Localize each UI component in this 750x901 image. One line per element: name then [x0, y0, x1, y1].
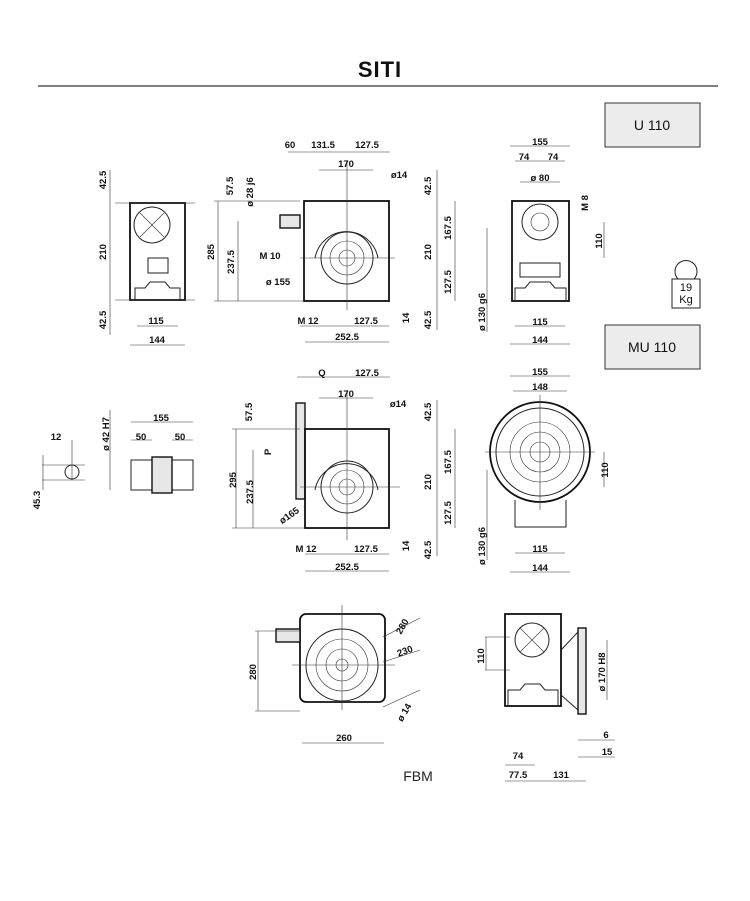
dim-label: 74 [513, 751, 524, 762]
dim-label: ø 28 j6 [245, 177, 256, 207]
dim-label: 280 [394, 617, 411, 636]
dim-label: 170 [338, 389, 354, 400]
dim-label: 14 [401, 540, 412, 551]
dim-label: 42.5 [98, 170, 109, 189]
model-u110-label: U 110 [634, 117, 671, 133]
dim-label: M 12 [295, 544, 316, 555]
dim-label: 131.5 [311, 140, 335, 151]
dim-label: ø 14 [395, 701, 414, 724]
dim-label: M 8 [580, 195, 591, 211]
dim-label: Q [318, 368, 325, 379]
weight-value: 19 [680, 282, 692, 294]
u110-end-view: 155 74 74 ø 80 M 8 110 ø 130 g6 115 144 [477, 137, 605, 346]
model-box-mu110: MU 110 [604, 324, 701, 370]
dim-label: 167.5 [443, 215, 454, 239]
dim-label: 42.5 [98, 310, 109, 329]
dim-label: ø 80 [530, 173, 549, 184]
dim-label: 131 [553, 770, 570, 781]
dim-label: 230 [396, 644, 415, 660]
dim-label: 144 [149, 335, 166, 346]
dim-label: ø 155 [266, 277, 291, 288]
u110-front-view: 60 131.5 127.5 170 ø14 57.5 ø 28 j6 285 … [206, 140, 456, 343]
dim-label: 6 [603, 730, 608, 741]
fbm-side-view: 110 ø 170 H8 6 15 74 77.5 131 [476, 613, 615, 782]
dim-label: 127.5 [443, 500, 454, 524]
dim-label: 57.5 [225, 176, 236, 195]
fbm-label: FBM [403, 768, 433, 784]
dim-label: 127.5 [354, 316, 378, 327]
dim-label: M 12 [297, 316, 318, 327]
dim-label: 167.5 [443, 449, 454, 473]
dim-label: 110 [594, 233, 605, 248]
dim-label: P [263, 448, 274, 455]
dim-label: 50 [175, 432, 186, 443]
dim-label: 144 [532, 563, 549, 574]
dim-label: 57.5 [244, 402, 255, 421]
dim-label: 74 [519, 152, 530, 163]
u110-side-view: 42.5 210 42.5 115 144 [98, 170, 195, 346]
dim-label: 252.5 [335, 332, 359, 343]
dim-label: 170 [338, 159, 354, 170]
dim-label: 144 [532, 335, 549, 346]
dim-label: 12 [51, 432, 62, 443]
dim-label: 285 [206, 243, 217, 260]
dim-label: ø 170 H8 [597, 652, 608, 691]
dim-label: 115 [532, 317, 548, 328]
dim-label: 42.5 [423, 402, 434, 421]
model-mu110-label: MU 110 [628, 339, 676, 355]
dim-label: ø14 [391, 170, 408, 181]
dim-label: ø14 [390, 399, 407, 410]
dim-label: 210 [423, 244, 434, 260]
dim-label: 14 [401, 312, 412, 323]
dim-label: 127.5 [355, 140, 379, 151]
dim-label: 77.5 [509, 770, 528, 781]
dim-label: 155 [153, 413, 170, 424]
dim-label: 42.5 [423, 540, 434, 559]
mu110-end-view: 155 148 110 ø 130 g6 115 144 [477, 367, 611, 574]
dim-label: 295 [228, 471, 239, 488]
hollow-shaft-detail: 12 45.3 ø 42 H7 155 50 50 [32, 410, 194, 510]
dim-label: 127.5 [355, 368, 379, 379]
dim-label: 42.5 [423, 310, 434, 329]
dim-label: 155 [532, 137, 549, 148]
siti-logo: SITI [358, 57, 402, 82]
dim-label: 237.5 [226, 249, 237, 273]
dim-label: 110 [600, 462, 611, 477]
dim-label: ø 130 g6 [477, 293, 488, 331]
dim-label: ø165 [278, 505, 303, 527]
dim-label: 280 [248, 664, 259, 680]
dim-label: 237.5 [245, 479, 256, 503]
dim-label: 127.5 [354, 544, 378, 555]
dim-label: ø 130 g6 [477, 527, 488, 565]
dim-label: 115 [532, 544, 548, 555]
dim-label: 148 [532, 382, 548, 393]
dim-label: 210 [423, 474, 434, 490]
dim-label: 260 [336, 733, 352, 744]
dim-label: 60 [285, 140, 296, 151]
dim-label: 127.5 [443, 269, 454, 293]
fbm-front-view: 280 280 230 ø 14 260 [248, 605, 421, 744]
dim-label: 15 [602, 747, 613, 758]
dim-label: 74 [548, 152, 559, 163]
dim-label: 210 [98, 244, 109, 260]
dim-label: M 10 [259, 251, 280, 262]
dim-label: 155 [532, 367, 549, 378]
weight-icon: 19 Kg [671, 260, 701, 309]
dim-label: 252.5 [335, 562, 359, 573]
dim-label: 42.5 [423, 176, 434, 195]
dim-label: 45.3 [32, 491, 43, 510]
model-box-u110: U 110 [604, 102, 701, 148]
dim-label: 110 [476, 648, 487, 663]
dim-label: 50 [136, 432, 147, 443]
mu110-front-view: Q 127.5 170 ø14 57.5 P 295 237.5 ø165 M … [228, 368, 456, 573]
dim-label: 115 [148, 316, 164, 327]
dim-label: ø 42 H7 [101, 417, 112, 451]
weight-unit: Kg [679, 294, 692, 306]
